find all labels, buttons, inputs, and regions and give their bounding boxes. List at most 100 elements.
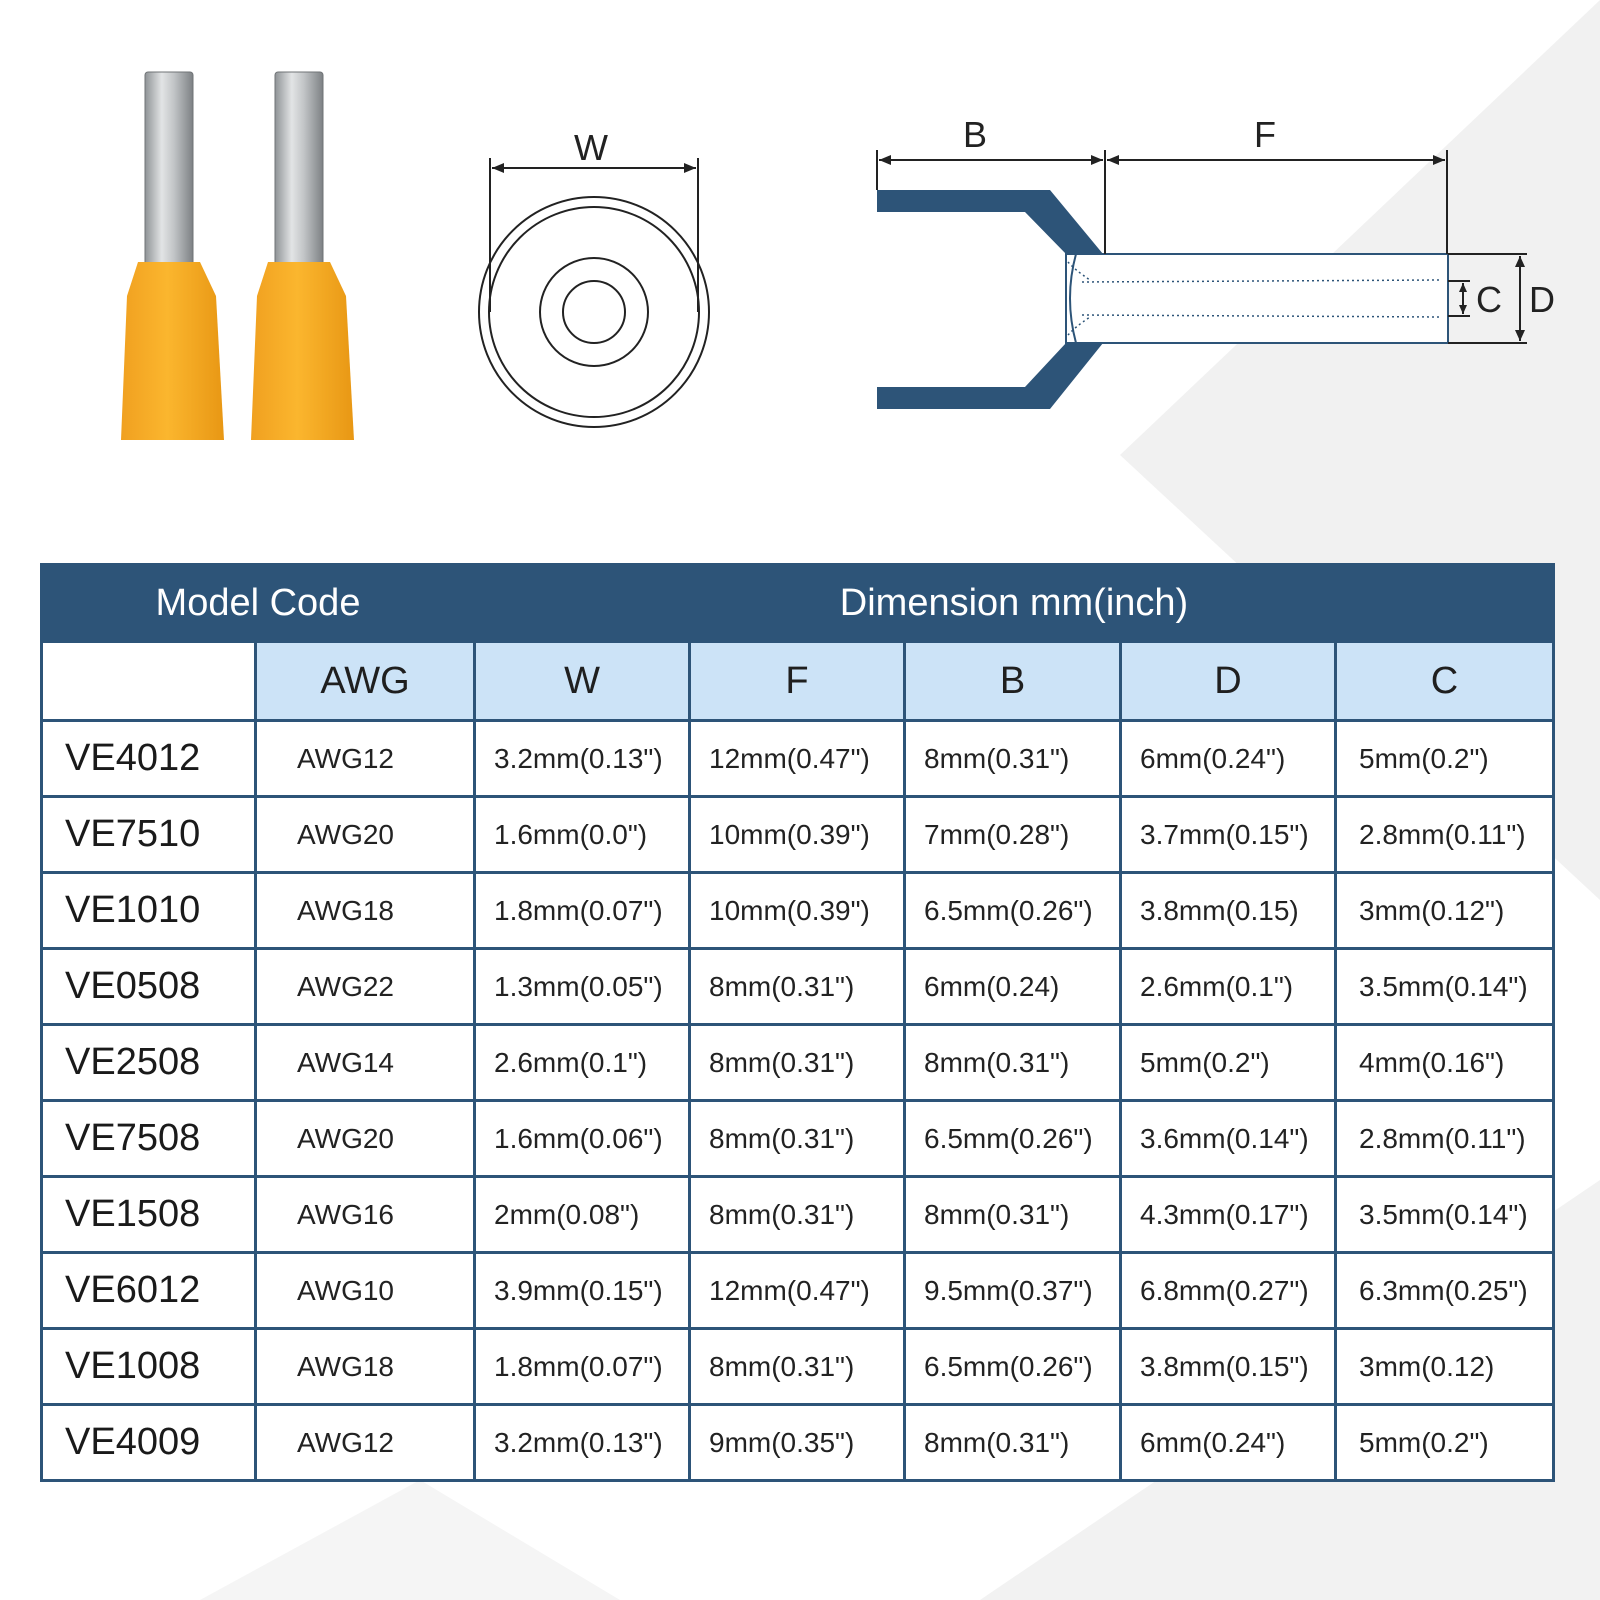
cell-awg: AWG16 (254, 1175, 476, 1254)
subheader-c: C (1334, 640, 1555, 722)
table-row: VE6012 AWG10 3.9mm(0.15") 12mm(0.47") 9.… (40, 1251, 1555, 1330)
cell-awg: AWG12 (254, 1403, 476, 1482)
cell-w: 2.6mm(0.1") (473, 1023, 691, 1102)
cell-c: 6.3mm(0.25") (1334, 1251, 1555, 1330)
cell-w: 3.9mm(0.15") (473, 1251, 691, 1330)
cell-f: 8mm(0.31") (688, 1023, 906, 1102)
label-c: C (1476, 279, 1502, 320)
cell-b: 8mm(0.31") (903, 1175, 1122, 1254)
cell-b: 6.5mm(0.26") (903, 1327, 1122, 1406)
cell-w: 2mm(0.08") (473, 1175, 691, 1254)
cell-f: 9mm(0.35") (688, 1403, 906, 1482)
cell-b: 6.5mm(0.26") (903, 1099, 1122, 1178)
label-f: F (1254, 114, 1276, 155)
cell-model: VE4012 (40, 719, 257, 798)
cell-model: VE7510 (40, 795, 257, 874)
subheader-w: W (473, 640, 691, 722)
cell-awg: AWG14 (254, 1023, 476, 1102)
table-row: VE7510 AWG20 1.6mm(0.0") 10mm(0.39") 7mm… (40, 795, 1555, 874)
cell-d: 3.8mm(0.15) (1119, 871, 1337, 950)
cell-b: 8mm(0.31") (903, 1023, 1122, 1102)
cell-awg: AWG18 (254, 871, 476, 950)
cell-awg: AWG12 (254, 719, 476, 798)
cell-c: 3mm(0.12) (1334, 1327, 1555, 1406)
cell-c: 3.5mm(0.14") (1334, 1175, 1555, 1254)
label-w: W (574, 127, 608, 168)
cell-f: 8mm(0.31") (688, 947, 906, 1026)
cell-awg: AWG18 (254, 1327, 476, 1406)
cell-f: 12mm(0.47") (688, 1251, 906, 1330)
ferrule-photo-left (121, 71, 224, 440)
cell-b: 7mm(0.28") (903, 795, 1122, 874)
cell-model: VE6012 (40, 1251, 257, 1330)
table-row: VE2508 AWG14 2.6mm(0.1") 8mm(0.31") 8mm(… (40, 1023, 1555, 1102)
cell-b: 8mm(0.31") (903, 1403, 1122, 1482)
cell-d: 3.8mm(0.15") (1119, 1327, 1337, 1406)
side-view-diagram (876, 150, 1527, 409)
cell-w: 1.3mm(0.05") (473, 947, 691, 1026)
cell-w: 1.6mm(0.0") (473, 795, 691, 874)
cell-awg: AWG20 (254, 795, 476, 874)
cell-d: 4.3mm(0.17") (1119, 1175, 1337, 1254)
cell-c: 5mm(0.2") (1334, 1403, 1555, 1482)
header-model-code: Model Code (40, 563, 476, 643)
background-triangle-bottom-left (200, 1480, 620, 1600)
cell-c: 4mm(0.16") (1334, 1023, 1555, 1102)
cell-w: 1.8mm(0.07") (473, 871, 691, 950)
table-row: VE1508 AWG16 2mm(0.08") 8mm(0.31") 8mm(0… (40, 1175, 1555, 1254)
cell-model: VE1010 (40, 871, 257, 950)
table-row: VE4012 AWG12 3.2mm(0.13") 12mm(0.47") 8m… (40, 719, 1555, 798)
table-row: VE7508 AWG20 1.6mm(0.06") 8mm(0.31") 6.5… (40, 1099, 1555, 1178)
spec-table: Model Code Dimension mm(inch) AWG W F B … (40, 563, 1555, 1482)
subheader-blank (40, 640, 257, 722)
cell-d: 3.7mm(0.15") (1119, 795, 1337, 874)
table-header-row: Model Code Dimension mm(inch) (40, 563, 1555, 643)
cell-c: 3mm(0.12") (1334, 871, 1555, 950)
cell-b: 9.5mm(0.37") (903, 1251, 1122, 1330)
cell-f: 10mm(0.39") (688, 795, 906, 874)
cell-awg: AWG10 (254, 1251, 476, 1330)
cell-b: 6mm(0.24) (903, 947, 1122, 1026)
cell-awg: AWG22 (254, 947, 476, 1026)
cell-d: 5mm(0.2") (1119, 1023, 1337, 1102)
cell-model: VE4009 (40, 1403, 257, 1482)
subheader-b: B (903, 640, 1122, 722)
product-figures: W (121, 71, 1555, 440)
cell-model: VE0508 (40, 947, 257, 1026)
front-view-diagram (478, 158, 710, 428)
cell-model: VE2508 (40, 1023, 257, 1102)
cell-w: 1.8mm(0.07") (473, 1327, 691, 1406)
label-b: B (963, 114, 987, 155)
cell-d: 6.8mm(0.27") (1119, 1251, 1337, 1330)
table-row: VE1008 AWG18 1.8mm(0.07") 8mm(0.31") 6.5… (40, 1327, 1555, 1406)
subheader-d: D (1119, 640, 1337, 722)
subheader-f: F (688, 640, 906, 722)
cell-f: 12mm(0.47") (688, 719, 906, 798)
label-d: D (1529, 279, 1555, 320)
cell-d: 3.6mm(0.14") (1119, 1099, 1337, 1178)
cell-awg: AWG20 (254, 1099, 476, 1178)
cell-d: 6mm(0.24") (1119, 1403, 1337, 1482)
cell-w: 1.6mm(0.06") (473, 1099, 691, 1178)
header-dimension: Dimension mm(inch) (473, 563, 1555, 643)
table-row: VE4009 AWG12 3.2mm(0.13") 9mm(0.35") 8mm… (40, 1403, 1555, 1482)
cell-model: VE1508 (40, 1175, 257, 1254)
cell-f: 8mm(0.31") (688, 1327, 906, 1406)
table-subheader-row: AWG W F B D C (40, 640, 1555, 722)
cell-d: 6mm(0.24") (1119, 719, 1337, 798)
subheader-awg: AWG (254, 640, 476, 722)
cell-c: 3.5mm(0.14") (1334, 947, 1555, 1026)
table-row: VE0508 AWG22 1.3mm(0.05") 8mm(0.31") 6mm… (40, 947, 1555, 1026)
cell-model: VE1008 (40, 1327, 257, 1406)
cell-model: VE7508 (40, 1099, 257, 1178)
cell-b: 8mm(0.31") (903, 719, 1122, 798)
cell-f: 10mm(0.39") (688, 871, 906, 950)
cell-f: 8mm(0.31") (688, 1099, 906, 1178)
cell-f: 8mm(0.31") (688, 1175, 906, 1254)
table-row: VE1010 AWG18 1.8mm(0.07") 10mm(0.39") 6.… (40, 871, 1555, 950)
cell-d: 2.6mm(0.1") (1119, 947, 1337, 1026)
cell-c: 2.8mm(0.11") (1334, 795, 1555, 874)
cell-b: 6.5mm(0.26") (903, 871, 1122, 950)
cell-c: 5mm(0.2") (1334, 719, 1555, 798)
cell-c: 2.8mm(0.11") (1334, 1099, 1555, 1178)
